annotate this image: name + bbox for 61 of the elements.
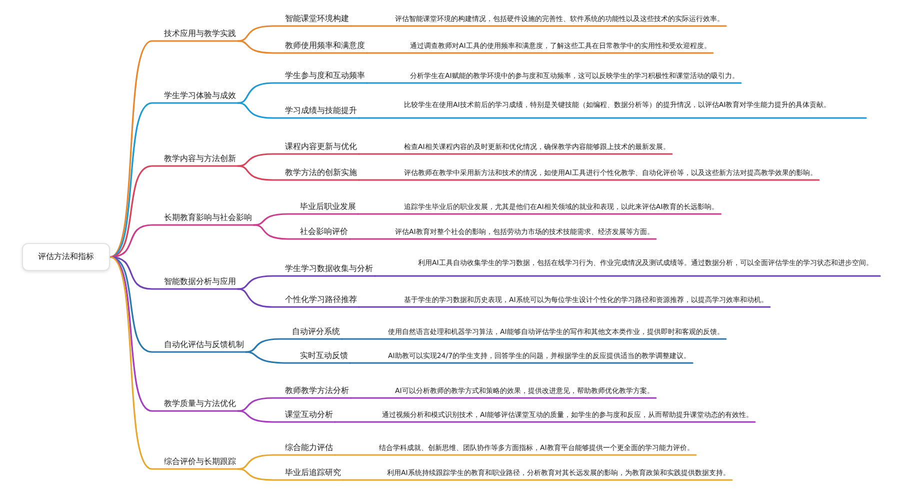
subtopic-label: 教学方法的创新实施 <box>283 167 359 179</box>
subtopic-label: 综合能力评估 <box>283 442 335 454</box>
branch-line <box>245 338 343 353</box>
subtopic-label: 个性化学习路径推荐 <box>283 294 359 306</box>
branch-line <box>237 102 360 119</box>
branch-line <box>334 421 756 423</box>
branch-line <box>350 25 727 27</box>
branch-line <box>341 338 727 340</box>
branch-line <box>237 82 368 104</box>
branch-line <box>237 454 336 470</box>
branch-line <box>350 397 657 399</box>
subtopic-label: 学生学习数据收集与分析 <box>283 263 375 275</box>
branch-topic: 教学内容与方法创新 <box>162 153 238 165</box>
branch-line <box>237 397 352 412</box>
branch-topic: 技术应用与教学实践 <box>162 28 238 40</box>
branch-line <box>245 351 351 364</box>
branch-line <box>109 40 239 258</box>
branch-line <box>366 52 714 54</box>
branch-line <box>237 40 368 54</box>
branch-line <box>357 213 722 215</box>
branch-line <box>342 479 733 481</box>
branch-line <box>334 454 697 456</box>
subtopic-label: 实时互动反馈 <box>298 350 350 362</box>
branch-line <box>349 362 694 364</box>
branch-line <box>109 256 239 290</box>
branch-topic: 教学质量与方法优化 <box>162 398 238 410</box>
branch-line <box>109 256 239 470</box>
branch-topic: 智能数据分析与应用 <box>162 276 238 288</box>
subtopic-label: 课堂互动分析 <box>283 409 335 421</box>
branch-line <box>349 238 657 240</box>
branch-line <box>358 153 673 155</box>
subtopic-label: 教师教学方法分析 <box>283 385 351 397</box>
branch-line <box>237 288 360 308</box>
branch-topic: 综合评价与长期跟踪 <box>162 456 238 468</box>
subtopic-label: 学生参与度和互动频率 <box>283 70 367 82</box>
branch-line <box>237 410 336 423</box>
branch-topic: 长期教育影响与社会影响 <box>162 212 254 224</box>
branch-line <box>237 153 360 167</box>
branch-line <box>237 25 352 42</box>
subtopic-label: 社会影响评价 <box>298 226 350 238</box>
subtopic-label: 课程内容更新与优化 <box>283 141 359 153</box>
branch-line <box>253 213 359 226</box>
branch-topic: 自动化评估与反馈机制 <box>162 339 246 351</box>
branch-line <box>374 275 881 277</box>
branch-topic: 学生学习体验与成效 <box>162 90 238 102</box>
subtopic-label: 智能课堂环境构建 <box>283 13 351 25</box>
branch-line <box>358 306 771 308</box>
branch-line <box>237 165 360 181</box>
subtopic-label: 教师使用频率和满意度 <box>283 40 367 52</box>
branch-line <box>366 82 742 84</box>
branch-line <box>358 117 867 119</box>
root-box: 评估方法和指标 <box>22 243 110 271</box>
branch-line <box>237 468 344 481</box>
subtopic-label: 自动评分系统 <box>290 326 342 338</box>
branch-line <box>253 224 351 240</box>
subtopic-label: 毕业后追踪研究 <box>283 467 343 479</box>
branch-line <box>237 275 376 290</box>
subtopic-label: 学习成绩与技能提升 <box>283 105 359 117</box>
subtopic-label: 毕业后职业发展 <box>298 201 358 213</box>
branch-line <box>358 179 820 181</box>
branch-line <box>109 224 255 258</box>
